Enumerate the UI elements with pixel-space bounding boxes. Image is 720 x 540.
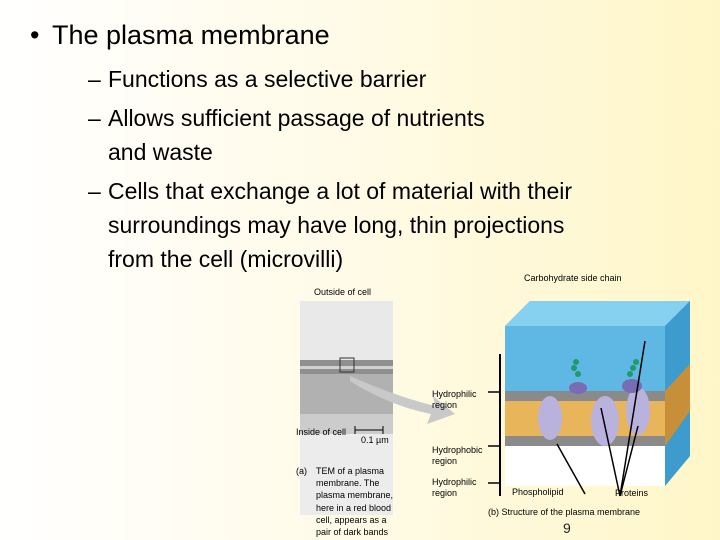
slide-title: • The plasma membrane — [30, 20, 330, 51]
point-text: Functions as a selective barrier — [108, 66, 427, 92]
outside-cell-label: Outside of cell — [314, 287, 372, 297]
inside-cell-label: Inside of cell — [296, 427, 347, 437]
label-line: region — [432, 488, 458, 498]
carbohydrate-label: Carbohydrate side chain — [524, 273, 622, 283]
title-text: The plasma membrane — [52, 20, 330, 50]
label-line: region — [432, 400, 458, 410]
hydrophilic-top-label: Hydrophilic region — [432, 389, 477, 411]
dash: – — [88, 66, 101, 92]
point-text: Cells that exchange a lot of material wi… — [108, 178, 573, 204]
point-3-cont-1: surroundings may have long, thin project… — [108, 210, 564, 240]
protein — [569, 382, 587, 394]
phospholipid-heads-top — [505, 391, 665, 401]
hydrophobic-label: Hydrophobic region — [432, 445, 483, 467]
protein — [591, 396, 619, 446]
zoom-arrow — [350, 376, 455, 424]
caption-line: membrane. The — [316, 478, 380, 489]
point-3-cont-2: from the cell (microvilli) — [108, 244, 343, 274]
label-line: Hydrophilic — [432, 389, 477, 399]
point-1: –Functions as a selective barrier — [88, 64, 426, 94]
label-line: Hydrophilic — [432, 477, 477, 487]
caption-line: here in a red blood — [316, 502, 392, 513]
carbohydrate-pointer — [619, 340, 646, 497]
caption-b: (b) Structure of the plasma membrane — [488, 507, 641, 517]
label-line: region — [432, 456, 458, 466]
point-text: and waste — [108, 139, 213, 165]
caption-line: plasma membrane, — [316, 490, 394, 501]
dash: – — [88, 178, 101, 204]
page-number: 9 — [563, 520, 571, 536]
phospholipid-heads-bottom — [505, 436, 665, 446]
point-3: –Cells that exchange a lot of material w… — [88, 176, 572, 206]
point-2: –Allows sufficient passage of nutrients — [88, 103, 485, 133]
caption-line: cell, appears as a — [316, 514, 387, 525]
zoom-box — [339, 357, 355, 373]
point-text: from the cell (microvilli) — [108, 246, 344, 272]
protein-pointer — [600, 407, 621, 497]
protein-pointer — [619, 425, 639, 497]
proteins-label: Proteins — [615, 488, 649, 498]
caption-a-label: (a) — [296, 466, 307, 476]
label-line: Hydrophobic — [432, 445, 483, 455]
caption-line: TEM of a plasma — [316, 466, 385, 476]
protein — [538, 396, 562, 440]
title-bullet: • — [30, 20, 40, 50]
phospholipid-label: Phospholipid — [512, 487, 564, 497]
dash: – — [88, 105, 101, 131]
point-text: surroundings may have long, thin project… — [108, 212, 565, 238]
scale-label: 0.1 µm — [361, 435, 389, 445]
caption-a: (a) TEM of a plasma membrane. The plasma… — [296, 465, 408, 538]
membrane-figure — [300, 301, 690, 515]
point-2-cont: and waste — [108, 137, 213, 167]
caption-line: pair of dark bands — [316, 527, 389, 538]
point-text: Allows sufficient passage of nutrients — [108, 105, 485, 131]
phospholipid-pointer — [556, 443, 586, 495]
hydrophilic-bottom-label: Hydrophilic region — [432, 477, 477, 499]
